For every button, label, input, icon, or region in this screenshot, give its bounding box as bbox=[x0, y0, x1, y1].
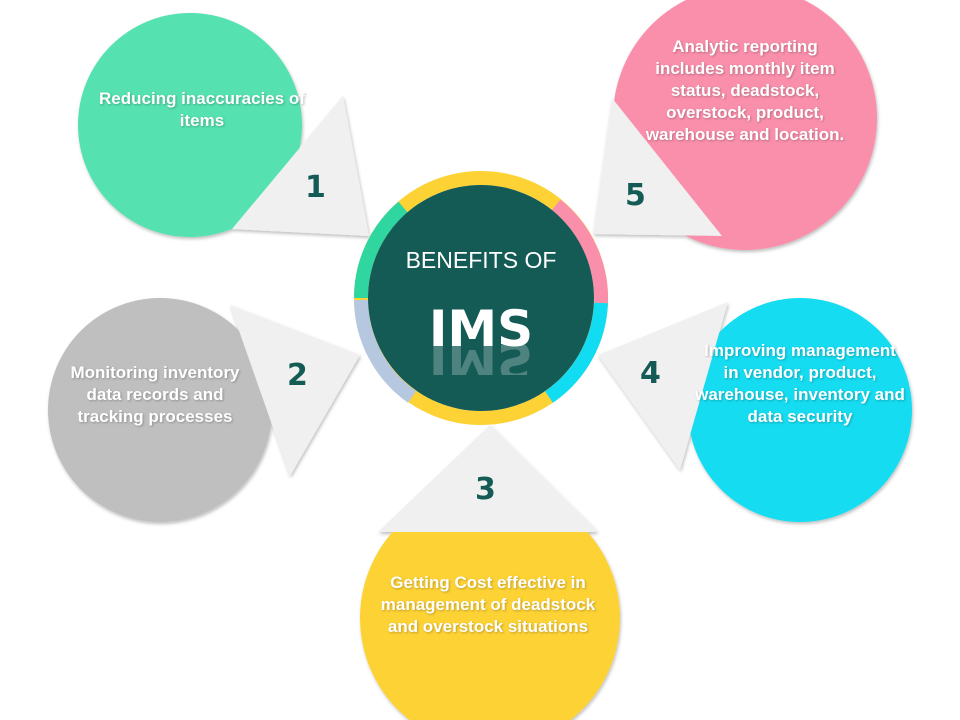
benefit-4-number: 4 bbox=[640, 356, 661, 391]
benefit-2-number: 2 bbox=[287, 358, 308, 393]
title-reflection: IMS bbox=[428, 345, 534, 375]
petal-4 bbox=[598, 298, 912, 522]
benefit-5-number: 5 bbox=[625, 178, 646, 213]
benefit-2-text: Monitoring inventory data records and tr… bbox=[70, 363, 240, 426]
petal-2 bbox=[48, 298, 360, 522]
title-line2: IMS bbox=[428, 300, 534, 358]
benefit-1-number: 1 bbox=[305, 170, 326, 205]
center-circle bbox=[368, 185, 594, 411]
benefit-3-number: 3 bbox=[475, 472, 496, 507]
petal-3 bbox=[360, 425, 620, 720]
petal-5 bbox=[593, 0, 877, 250]
benefit-4-text: Improving management in vendor, product,… bbox=[695, 341, 905, 426]
petal-1 bbox=[78, 13, 369, 237]
benefit-1-text: Reducing inaccuracies of items bbox=[99, 89, 305, 130]
benefit-5-text: Analytic reporting includes monthly item… bbox=[645, 37, 845, 144]
title-line1: BENEFITS OF bbox=[405, 247, 557, 273]
center-ring bbox=[353, 171, 609, 425]
benefit-3-text: Getting Cost effective in management of … bbox=[380, 573, 596, 636]
